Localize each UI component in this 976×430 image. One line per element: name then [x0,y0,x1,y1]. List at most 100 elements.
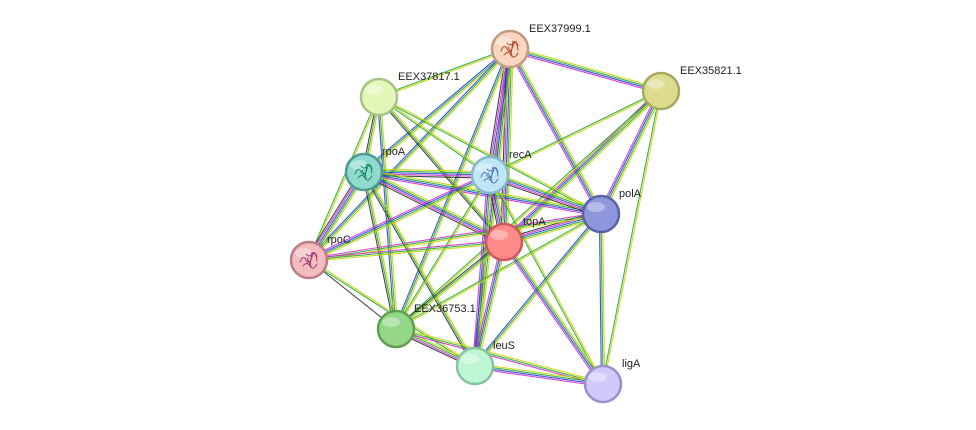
node-label: recA [509,149,532,161]
edge-EEX35821.1-polA[interactable] [598,89,664,216]
edge-evidence-line [475,364,604,384]
node-circle[interactable] [470,155,510,195]
edge-evidence-line [363,171,505,243]
edge-recA-EEX36753.1[interactable] [394,174,492,330]
edge-recA-polA[interactable] [488,171,603,218]
edge-evidence-line [309,49,512,262]
node-label: rpoA [382,146,406,158]
edge-evidence-line [308,211,601,259]
structure-icon-path [500,40,519,58]
edge-evidence-line [489,174,602,215]
edge-polA-ligA[interactable] [598,213,606,385]
edge-evidence-line [510,47,662,91]
edge-evidence-line [308,173,490,260]
node-ligA[interactable]: ligA [583,358,641,404]
node-circle[interactable] [455,346,495,386]
edge-evidence-line [308,239,504,259]
edge-evidence-line [396,326,604,383]
edge-EEX35821.1-recA[interactable] [489,89,662,177]
node-label: EEX36753.1 [414,303,476,315]
edge-evidence-line [598,214,602,385]
edge-rpoA-topA[interactable] [362,168,506,246]
edge-evidence-line [489,89,661,175]
edge-topA-rpoC[interactable] [308,239,505,263]
node-topA[interactable]: topA [484,216,546,262]
edge-topA-ligA[interactable] [501,240,606,386]
edge-evidence-line [309,176,492,263]
node-circle[interactable] [484,222,524,262]
node-circle[interactable] [490,29,530,69]
edge-evidence-line [395,328,604,385]
structure-icon-path [299,251,318,269]
edge-evidence-line [309,243,505,263]
edge-evidence-line [505,92,664,245]
edge-evidence-line [307,172,490,259]
node-highlight [295,248,313,258]
edge-evidence-line [396,242,506,331]
edge-evidence-line [602,213,606,384]
node-highlight [496,37,514,47]
edge-topA-leuS[interactable] [472,241,507,367]
edge-evidence-line [510,48,603,214]
edge-evidence-line [365,168,506,240]
edge-evidence-line [364,169,491,174]
edge-rpoA-leuS[interactable] [362,170,477,368]
edge-leuS-ligA[interactable] [474,363,604,387]
edge-evidence-line [394,240,504,329]
node-circle[interactable] [581,194,621,234]
edge-EEX35821.1-ligA[interactable] [601,90,663,385]
edge-evidence-line [379,95,491,175]
node-circle[interactable] [344,152,384,192]
structure-icon-path [480,166,499,184]
edge-rpoA-recA[interactable] [363,168,491,179]
edge-evidence-line [363,48,511,173]
node-circle[interactable] [583,364,623,404]
edge-evidence-line [363,171,491,176]
edge-evidence-line [490,91,662,177]
edge-evidence-line [488,177,601,218]
node-recA[interactable]: recA [470,149,532,195]
protein-structure-icon [299,251,318,269]
edge-EEX37999.1-polA[interactable] [507,47,604,216]
edge-evidence-line [510,46,662,90]
edge-evidence-line [502,242,603,385]
node-polA[interactable]: polA [581,188,642,234]
node-circle[interactable] [641,71,681,111]
edge-recA-rpoC[interactable] [307,172,492,263]
node-circle[interactable] [289,240,329,280]
node-highlight [365,85,383,95]
edge-evidence-line [603,91,663,385]
edge-evidence-line [507,49,600,216]
node-rpoA[interactable]: rpoA [344,146,406,192]
edge-evidence-line [307,96,379,260]
edge-evidence-line [379,49,511,99]
edge-evidence-line [473,212,601,366]
edge-evidence-line [378,96,505,243]
edge-evidence-line [364,170,477,366]
edge-topA-EEX36753.1[interactable] [394,240,506,331]
node-rpoC[interactable]: rpoC [289,234,351,280]
edge-evidence-line [394,174,490,329]
edge-evidence-line [511,47,604,214]
edge-EEX37999.1-rpoC[interactable] [307,47,512,262]
edge-EEX37817.1-recA[interactable] [378,95,491,177]
edge-evidence-line [363,172,601,216]
node-leuS[interactable]: leuS [455,340,515,386]
edge-EEX37999.1-EEX37817.1[interactable] [378,47,511,99]
node-circle[interactable] [376,309,416,349]
node-circle[interactable] [359,77,399,117]
edge-evidence-line [307,47,510,260]
edge-EEX37999.1-EEX35821.1[interactable] [509,46,662,94]
node-EEX35821.1[interactable]: EEX35821.1 [641,65,742,111]
node-EEX37817.1[interactable]: EEX37817.1 [359,71,460,117]
node-label: EEX37817.1 [398,71,460,83]
edge-evidence-line [601,90,661,384]
node-highlight [587,202,605,212]
edge-evidence-line [599,90,661,214]
node-EEX36753.1[interactable]: EEX36753.1 [376,303,476,349]
edge-evidence-line [362,47,510,172]
node-EEX37999.1[interactable]: EEX37999.1 [490,23,591,69]
protein-structure-icon [480,166,499,184]
edge-EEX35821.1-EEX36753.1[interactable] [395,89,662,331]
edge-evidence-line [308,241,505,261]
